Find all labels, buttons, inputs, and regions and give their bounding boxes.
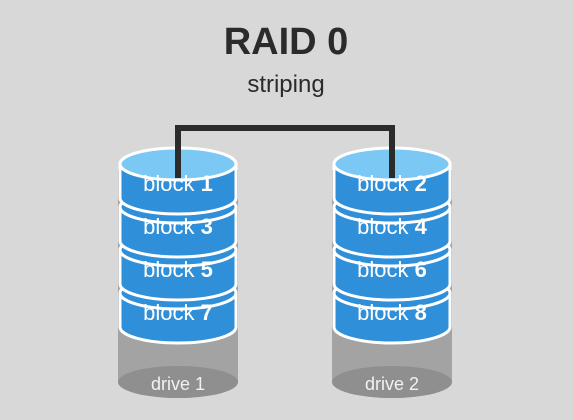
block-number: 4 [415, 214, 428, 239]
block-word: block [143, 171, 200, 196]
block-label: block 8 [357, 300, 427, 325]
block-word: block [143, 214, 200, 239]
block-number: 6 [415, 257, 427, 282]
block-label: block 5 [143, 257, 213, 282]
block-number: 7 [201, 300, 213, 325]
block-word: block [143, 300, 200, 325]
drive-base [118, 366, 238, 398]
block-number: 8 [415, 300, 427, 325]
block-label: block 3 [143, 214, 213, 239]
block-number: 2 [415, 171, 427, 196]
block-label: block 6 [357, 257, 427, 282]
block-label: block 7 [143, 300, 213, 325]
block-disk: block 7 [118, 275, 238, 345]
block-word: block [357, 257, 414, 282]
diagram-title: RAID 0 [224, 21, 349, 63]
drive-label: drive 1 [151, 374, 205, 394]
block-word: block [357, 300, 414, 325]
block-word: block [357, 214, 414, 239]
block-number: 1 [201, 171, 213, 196]
block-label: block 1 [143, 171, 213, 196]
drive-base [332, 366, 452, 398]
block-label: block 4 [357, 214, 427, 239]
drive-label: drive 2 [365, 374, 419, 394]
diagram-subtitle: striping [247, 71, 324, 98]
block-number: 3 [201, 214, 213, 239]
block-label: block 2 [357, 171, 427, 196]
block-number: 5 [201, 257, 213, 282]
block-word: block [357, 171, 414, 196]
block-word: block [143, 257, 200, 282]
